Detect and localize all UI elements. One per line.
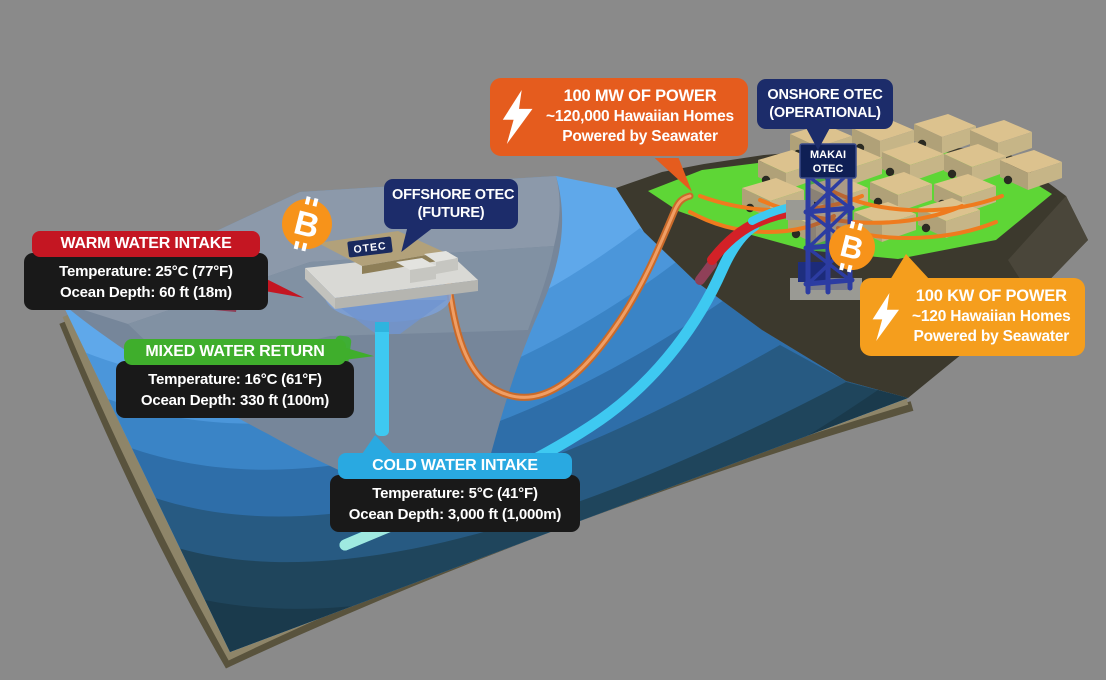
svg-text:MAKAI: MAKAI xyxy=(810,149,846,161)
offshore-otec-line1: OFFSHORE OTEC xyxy=(392,187,515,203)
bitcoin-icon: B xyxy=(282,196,332,252)
tower-makai-otec-sign: MAKAI OTEC xyxy=(799,143,857,179)
callout-cold-water-intake: COLD WATER INTAKE Temperature: 5°C (41°F… xyxy=(330,453,580,532)
power-offshore-line2: ~120,000 Hawaiian Homes xyxy=(546,107,734,125)
callout-offshore-otec: OFFSHORE OTEC (FUTURE) xyxy=(384,179,518,229)
lightning-icon xyxy=(502,89,533,144)
onshore-otec-line1: ONSHORE OTEC xyxy=(767,87,883,103)
platform-otec-sign: OTEC xyxy=(347,236,393,258)
svg-text:OTEC: OTEC xyxy=(813,163,844,175)
power-onshore-line3: Powered by Seawater xyxy=(913,328,1070,345)
power-offshore-line1: 100 MW OF POWER xyxy=(563,87,717,105)
cold-water-temperature: Temperature: 5°C (41°F) xyxy=(372,485,538,502)
power-onshore-line1: 100 KW OF POWER xyxy=(915,287,1067,305)
power-onshore-line2: ~120 Hawaiian Homes xyxy=(912,307,1071,325)
lightning-icon xyxy=(872,292,899,341)
warm-water-depth: Ocean Depth: 60 ft (18m) xyxy=(60,284,232,301)
callout-power-onshore: 100 KW OF POWER ~120 Hawaiian Homes Powe… xyxy=(860,278,1085,356)
callout-warm-water-intake: WARM WATER INTAKE Temperature: 25°C (77°… xyxy=(24,231,268,310)
onshore-otec-line2: (OPERATIONAL) xyxy=(769,105,881,121)
callout-power-offshore: 100 MW OF POWER ~120,000 Hawaiian Homes … xyxy=(490,78,748,156)
warm-water-intake-title: WARM WATER INTAKE xyxy=(32,231,260,257)
power-offshore-line3: Powered by Seawater xyxy=(562,128,718,145)
cold-water-intake-pipe xyxy=(375,322,389,436)
mixed-water-depth: Ocean Depth: 330 ft (100m) xyxy=(140,392,330,409)
subsea-power-cable xyxy=(442,192,694,401)
cold-water-intake-title: COLD WATER INTAKE xyxy=(338,453,572,479)
cold-water-depth: Ocean Depth: 3,000 ft (1,000m) xyxy=(348,506,562,523)
mixed-water-return-title: MIXED WATER RETURN xyxy=(124,339,346,365)
mixed-return-pipe-onshore xyxy=(695,259,717,285)
svg-text:OTEC: OTEC xyxy=(353,240,387,256)
callout-onshore-otec: ONSHORE OTEC (OPERATIONAL) xyxy=(757,79,893,129)
warm-water-temperature: Temperature: 25°C (77°F) xyxy=(59,263,233,280)
mixed-water-temperature: Temperature: 16°C (61°F) xyxy=(148,371,322,388)
callout-mixed-water-return: MIXED WATER RETURN Temperature: 16°C (61… xyxy=(116,339,354,418)
offshore-otec-line2: (FUTURE) xyxy=(417,205,485,221)
bitcoin-icon: B xyxy=(829,221,875,273)
